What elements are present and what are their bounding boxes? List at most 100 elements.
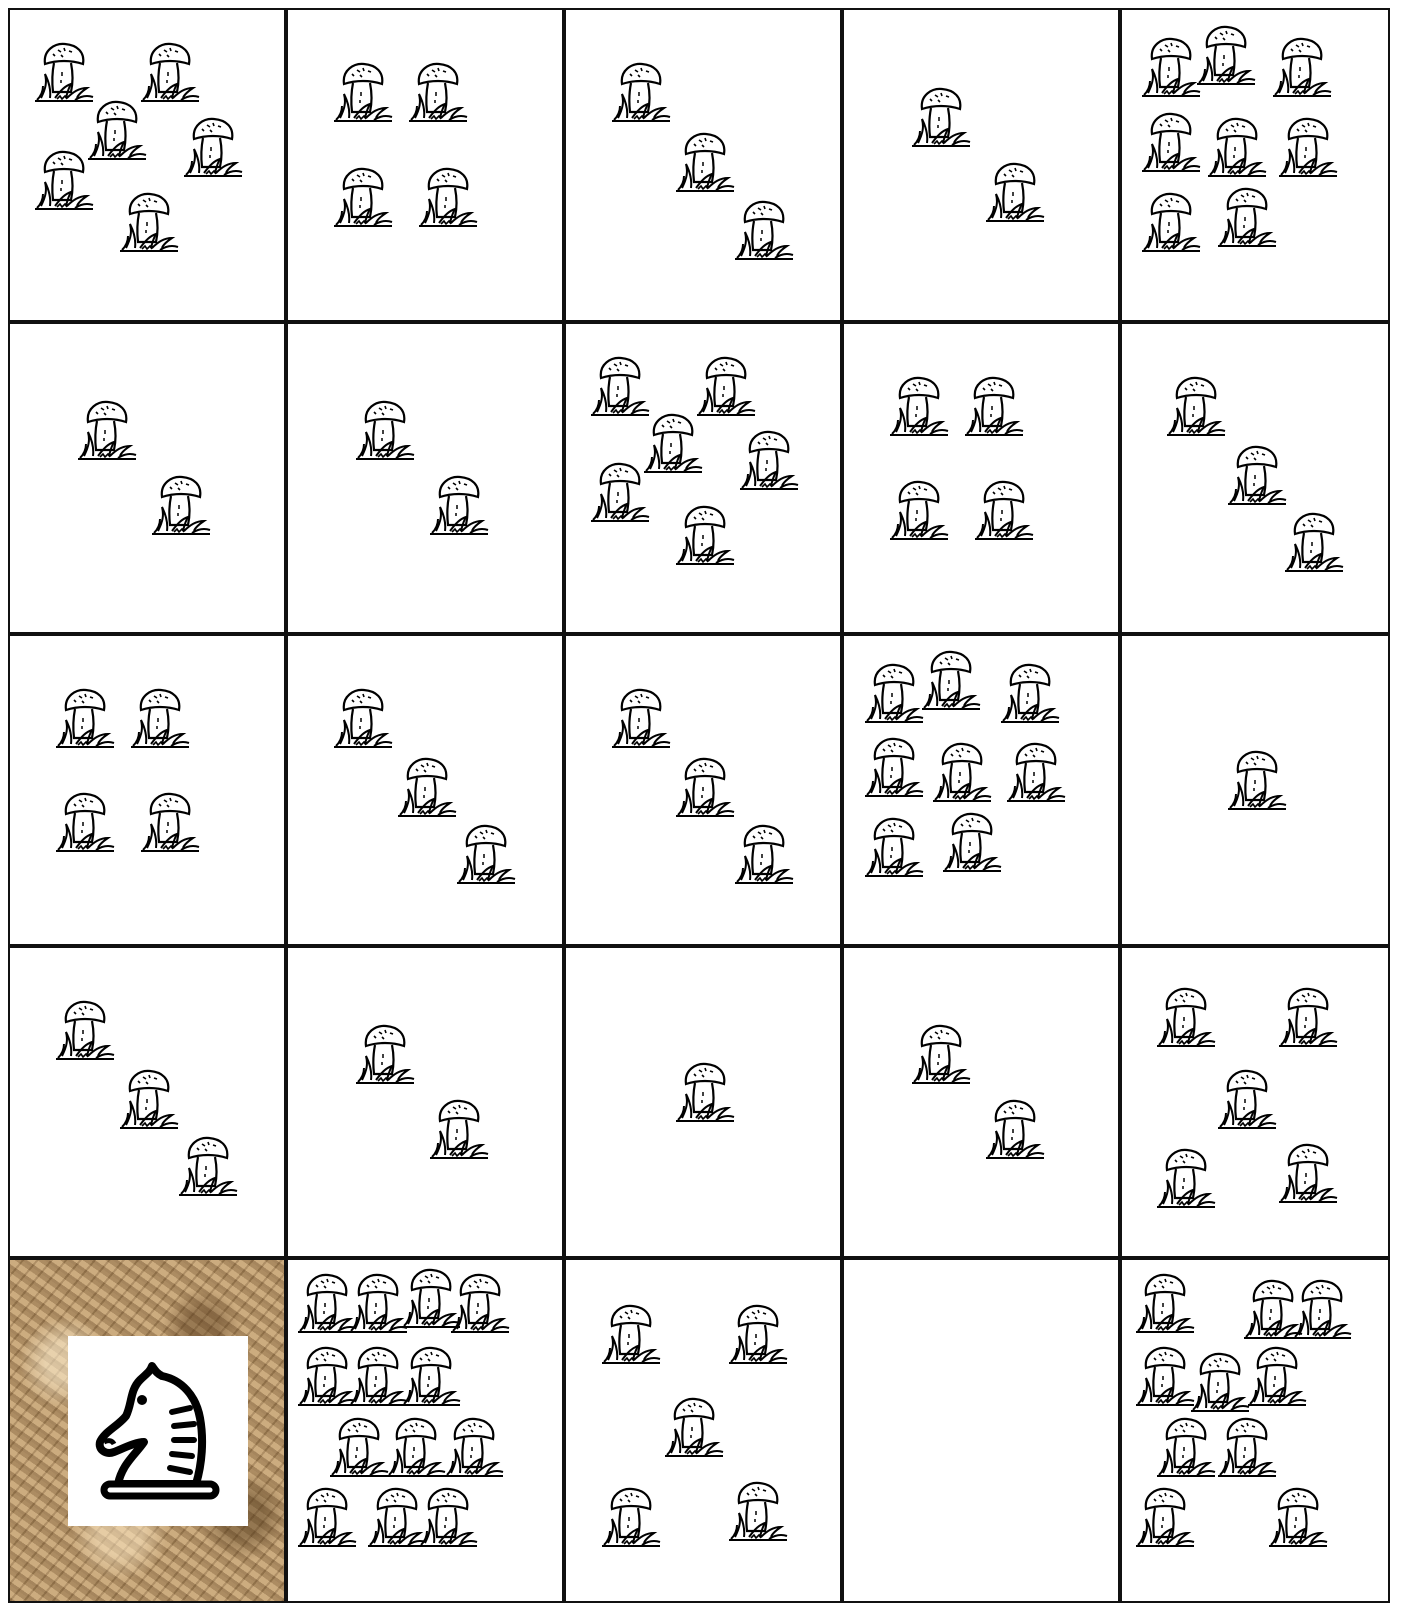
mushroom-icon [137,790,203,854]
mushroom-icon [447,1271,513,1335]
mushroom-icon [971,478,1037,542]
mushroom-icon [672,130,738,194]
mushroom-icon [330,165,396,229]
mushroom-icon [330,686,396,750]
mushroom-icon [1132,1271,1198,1335]
mushroom-icon [1138,110,1204,174]
mushroom-icon [52,686,118,750]
mushroom-icon [608,60,674,124]
mushroom-icon [918,648,984,712]
mushroom-icon [31,40,97,104]
mushroom-icon [725,1479,791,1543]
board-cell-r2-c2[interactable] [286,322,564,634]
mushroom-icon [116,1067,182,1131]
mushroom-icon [1187,1350,1253,1414]
mushroom-icon [127,686,193,750]
mushroom-icon [587,354,653,418]
mushroom-icon [731,198,797,262]
mushroom-icon [294,1485,360,1549]
board-cell-r4-c4[interactable] [842,946,1120,1258]
mushroom-icon [415,1485,481,1549]
board-cell-r2-c4[interactable] [842,322,1120,634]
mushroom-icon [1204,115,1270,179]
board-cell-r1-c4[interactable] [842,8,1120,322]
board-cell-r4-c1[interactable] [8,946,286,1258]
start-cell[interactable] [8,1258,286,1603]
mushroom-icon [672,1060,738,1124]
board-cell-r1-c2[interactable] [286,8,564,322]
mushroom-icon [352,398,418,462]
mushroom-icon [997,661,1063,725]
mushroom-icon [1275,985,1341,1049]
mushroom-icon [1275,1141,1341,1205]
mushroom-icon [74,398,140,462]
board-cell-r2-c3[interactable] [564,322,842,634]
board-cell-r4-c5[interactable] [1120,946,1390,1258]
mushroom-icon [908,85,974,149]
mushroom-icon [405,60,471,124]
mushroom-icon [693,354,759,418]
board-cell-r2-c1[interactable] [8,322,286,634]
mushroom-icon [441,1415,507,1479]
board-cell-r1-c5[interactable] [1120,8,1390,322]
mushroom-icon [1153,1415,1219,1479]
board-cell-r4-c2[interactable] [286,946,564,1258]
mushroom-icon [116,190,182,254]
mushroom-icon [1132,1485,1198,1549]
mushroom-icon [886,374,952,438]
mushroom-icon [1269,35,1335,99]
mushroom-icon [587,460,653,524]
board-cell-r4-c3[interactable] [564,946,842,1258]
mushroom-icon [180,115,246,179]
mushroom-icon [861,661,927,725]
board-cell-r5-c4[interactable] [842,1258,1120,1603]
board-cell-r5-c5[interactable] [1120,1258,1390,1603]
mushroom-icon [861,815,927,879]
mushroom-icon [137,40,203,104]
mushroom-icon [383,1415,449,1479]
mushroom-icon [31,148,97,212]
mushroom-icon [175,1134,241,1198]
board-cell-r5-c2[interactable] [286,1258,564,1603]
mushroom-icon [1138,190,1204,254]
mushroom-icon [1214,1067,1280,1131]
mushroom-icon [1153,985,1219,1049]
mushroom-icon [1214,1415,1280,1479]
mushroom-icon [426,1097,492,1161]
mushroom-icon [731,822,797,886]
mushroom-icon [453,822,519,886]
mushroom-icon [352,1022,418,1086]
board-cell-r3-c5[interactable] [1120,634,1390,946]
mushroom-icon [398,1344,464,1408]
board-cell-r3-c3[interactable] [564,634,842,946]
mushroom-icon [1289,1277,1355,1341]
board-cell-r3-c4[interactable] [842,634,1120,946]
board-cell-r3-c1[interactable] [8,634,286,946]
board-cell-r5-c3[interactable] [564,1258,842,1603]
mushroom-icon [982,160,1048,224]
mushroom-icon [672,755,738,819]
mushroom-icon [1153,1146,1219,1210]
mushroom-icon [1163,374,1229,438]
mushroom-icon [736,428,802,492]
knight-icon[interactable] [78,1356,238,1506]
mushroom-icon [1275,115,1341,179]
knight-card [68,1336,248,1526]
mushroom-icon [1193,23,1259,87]
mushroom-icon [861,735,927,799]
mushroom-icon [148,473,214,537]
board-cell-r3-c2[interactable] [286,634,564,946]
mushroom-icon [52,790,118,854]
mushroom-icon [598,1302,664,1366]
mushroom-icon [672,503,738,567]
board-cell-r1-c3[interactable] [564,8,842,322]
mushroom-icon [1224,443,1290,507]
board-cell-r2-c5[interactable] [1120,322,1390,634]
mushroom-icon [961,374,1027,438]
mushroom-icon [598,1485,664,1549]
board-cell-r1-c1[interactable] [8,8,286,322]
mushroom-icon [1214,185,1280,249]
mushroom-icon [1281,510,1347,574]
mushroom-icon [1003,740,1069,804]
